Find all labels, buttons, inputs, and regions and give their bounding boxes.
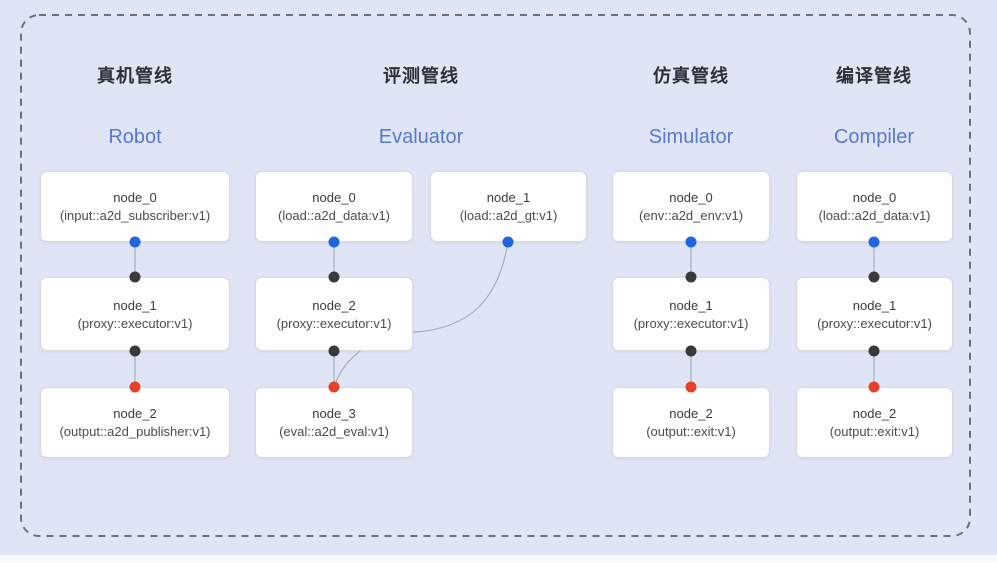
- node-title: node_1: [486, 190, 531, 205]
- node-subtitle: (output::a2d_publisher:v1): [59, 424, 211, 439]
- node-simulator-node2: node_2 (output::exit:v1): [612, 387, 770, 458]
- edge-curve-gt-to-eval: [333, 241, 509, 388]
- node-subtitle: (env::a2d_env:v1): [638, 208, 744, 223]
- node-subtitle: (eval::a2d_eval:v1): [279, 424, 389, 439]
- node-simulator-node0: node_0 (env::a2d_env:v1): [612, 171, 770, 242]
- node-title: node_1: [852, 297, 897, 313]
- node-subtitle: (proxy::executor:v1): [77, 315, 193, 331]
- node-subtitle: (input::a2d_subscriber:v1): [59, 208, 211, 223]
- node-robot-node0: node_0 (input::a2d_subscriber:v1): [40, 171, 230, 242]
- bottom-edge-strip: [0, 555, 997, 563]
- node-title: node_1: [669, 297, 713, 313]
- pipeline-title-zh-compiler: 编译管线: [836, 66, 912, 86]
- node-robot-node2: node_2 (output::a2d_publisher:v1): [40, 387, 230, 458]
- pipeline-title-en-robot: Robot: [108, 126, 162, 148]
- pipeline-title-zh-robot: 真机管线: [97, 66, 173, 86]
- pipeline-title-en-simulator: Simulator: [648, 126, 734, 148]
- node-title: node_0: [852, 190, 897, 205]
- pipeline-title-en-compiler: Compiler: [833, 126, 915, 148]
- node-title: node_3: [312, 406, 356, 421]
- node-subtitle: (proxy::executor:v1): [276, 315, 392, 331]
- pipeline-title-zh-simulator: 仿真管线: [653, 66, 729, 86]
- node-evaluator-node2: node_2 (proxy::executor:v1): [255, 277, 413, 351]
- pipeline-title-en-evaluator: Evaluator: [378, 126, 464, 148]
- node-subtitle: (load::a2d_data:v1): [277, 208, 391, 223]
- node-subtitle: (output::exit:v1): [829, 424, 920, 439]
- node-subtitle: (load::a2d_gt:v1): [459, 208, 558, 223]
- node-title: node_2: [669, 406, 713, 421]
- node-evaluator-node3: node_3 (eval::a2d_eval:v1): [255, 387, 413, 458]
- node-compiler-node0: node_0 (load::a2d_data:v1): [796, 171, 953, 242]
- node-subtitle: (proxy::executor:v1): [817, 315, 932, 331]
- node-evaluator-node1: node_1 (load::a2d_gt:v1): [430, 171, 587, 242]
- node-title: node_2: [852, 406, 897, 421]
- node-title: node_1: [113, 297, 157, 313]
- node-simulator-node1: node_1 (proxy::executor:v1): [612, 277, 770, 351]
- node-compiler-node1: node_1 (proxy::executor:v1): [796, 277, 953, 351]
- pipeline-title-zh-evaluator: 评测管线: [383, 66, 459, 86]
- node-compiler-node2: node_2 (output::exit:v1): [796, 387, 953, 458]
- node-title: node_0: [113, 190, 157, 205]
- node-robot-node1: node_1 (proxy::executor:v1): [40, 277, 230, 351]
- node-subtitle: (output::exit:v1): [646, 424, 736, 439]
- dashed-border: [20, 14, 971, 537]
- node-subtitle: (proxy::executor:v1): [633, 315, 749, 331]
- node-title: node_2: [113, 406, 157, 421]
- node-subtitle: (load::a2d_data:v1): [818, 208, 931, 223]
- node-title: node_2: [312, 297, 356, 313]
- node-title: node_0: [669, 190, 713, 205]
- node-title: node_0: [312, 190, 356, 205]
- node-evaluator-node0: node_0 (load::a2d_data:v1): [255, 171, 413, 242]
